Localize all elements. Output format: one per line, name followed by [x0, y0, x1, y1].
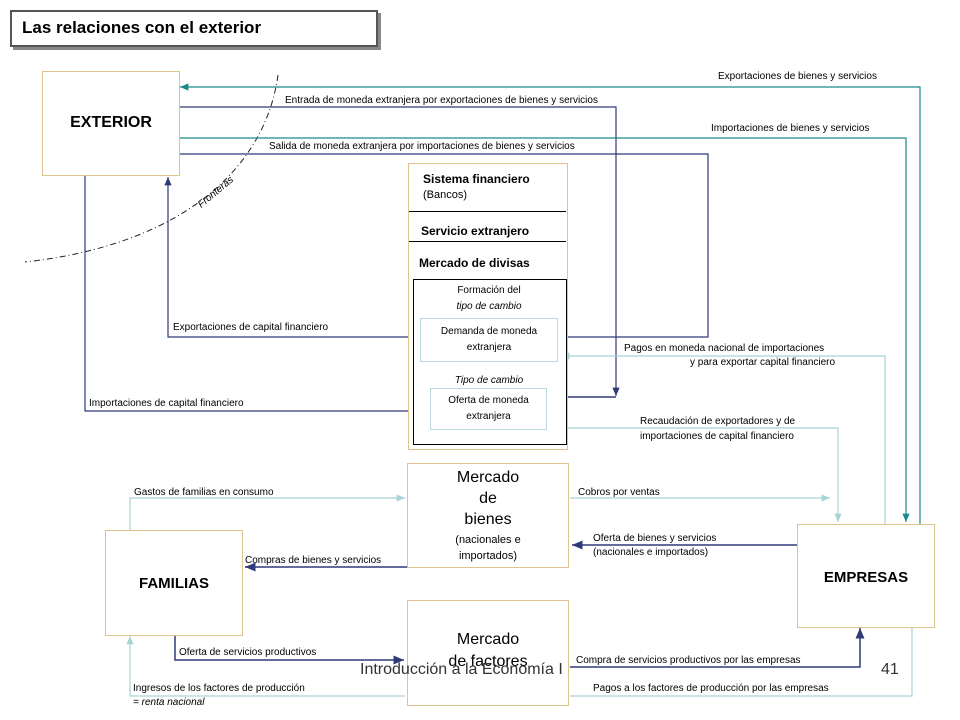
- entry-currency-flow: [180, 106, 620, 396]
- exterior-label: EXTERIOR: [70, 114, 152, 131]
- factor-market-box: Mercado de factores: [407, 600, 569, 706]
- goods-market-line4: (nacionales e: [455, 534, 521, 546]
- payments-domestic-flow: [561, 352, 886, 530]
- factor-payments-label: Pagos a los factores de producción por l…: [593, 683, 829, 694]
- exit-currency-flow: [180, 153, 709, 338]
- financial-divider-2: [409, 241, 566, 242]
- exchange-rate-label: Tipo de cambio: [454, 375, 524, 386]
- exit-currency-label: Salida de moneda extranjera por importac…: [269, 141, 575, 152]
- firms-box: EMPRESAS: [797, 524, 935, 628]
- export-capital-flow: [164, 177, 418, 338]
- export-goods-label: Exportaciones de bienes y servicios: [718, 71, 877, 82]
- factor-income-line2: = renta nacional: [133, 697, 205, 708]
- fx-demand-line1: Demanda de moneda: [440, 326, 538, 337]
- factor-market-line2: de factores: [448, 653, 528, 670]
- fx-supply-box: Oferta de moneda extranjera: [430, 388, 547, 430]
- fx-demand-line2: extranjera: [466, 342, 512, 353]
- goods-market-line2: de: [479, 490, 497, 507]
- import-capital-label: Importaciones de capital financiero: [89, 398, 244, 409]
- foreign-service-label: Servicio extranjero: [421, 224, 530, 238]
- goods-market-line3: bienes: [464, 511, 512, 528]
- households-label: FAMILIAS: [139, 575, 209, 592]
- export-goods-flow: [180, 83, 921, 545]
- factor-market-line1: Mercado: [456, 631, 520, 648]
- fx-formation-line2: tipo de cambio: [456, 301, 522, 312]
- fx-market-label: Mercado de divisas: [419, 256, 530, 270]
- payments-domestic-line2: y para exportar capital financiero: [690, 357, 836, 368]
- exterior-box: EXTERIOR: [42, 71, 180, 176]
- fx-demand-box: Demanda de moneda extranjera: [420, 318, 558, 362]
- factor-income-line1: Ingresos de los factores de producción: [133, 683, 305, 694]
- title-box: Las relaciones con el exterior: [10, 10, 378, 47]
- factor-payments-flow: [570, 628, 913, 697]
- import-capital-flow: [84, 175, 428, 415]
- footer-course: Introducción a la Economía I: [360, 661, 563, 678]
- entry-currency-label: Entrada de moneda extranjera por exporta…: [285, 95, 598, 106]
- frontier-curve: [24, 74, 279, 263]
- factor-income-flow: [126, 636, 405, 697]
- financial-divider-1: [409, 211, 566, 212]
- services-purchase-label: Compra de servicios productivos por las …: [576, 655, 801, 666]
- services-purchase-flow: [570, 628, 865, 668]
- banks-label: (Bancos): [423, 189, 468, 201]
- financial-system-title: Sistema financiero: [423, 172, 530, 186]
- sales-revenue-label: Cobros por ventas: [578, 487, 660, 498]
- goods-market-box: Mercado de bienes (nacionales e importad…: [407, 463, 569, 568]
- goods-supply-line2: (nacionales e importados): [593, 547, 709, 558]
- export-capital-label: Exportaciones de capital financiero: [173, 322, 329, 333]
- fx-formation-line1: Formación del: [457, 285, 521, 296]
- households-box: FAMILIAS: [105, 530, 243, 636]
- productive-services-flow: [174, 632, 404, 665]
- slide-title: Las relaciones con el exterior: [22, 18, 262, 37]
- fx-supply-line2: extranjera: [466, 411, 511, 422]
- productive-services-label: Oferta de servicios productivos: [179, 647, 317, 658]
- firms-label: EMPRESAS: [823, 569, 909, 586]
- household-spending-label: Gastos de familias en consumo: [134, 487, 274, 498]
- purchases-label: Compras de bienes y servicios: [245, 555, 382, 566]
- fx-supply-line1: Oferta de moneda: [448, 395, 529, 406]
- payments-domestic-line1: Pagos en moneda nacional de importacione…: [624, 343, 825, 354]
- import-goods-label: Importaciones de bienes y servicios: [711, 123, 870, 134]
- collection-line1: Recaudación de exportadores y de: [640, 416, 796, 427]
- collection-line2: importaciones de capital financiero: [640, 431, 794, 442]
- collection-flow: [545, 427, 842, 522]
- goods-market-line1: Mercado: [456, 469, 520, 486]
- goods-market-line5: importados): [458, 550, 518, 562]
- footer-page-number: 41: [881, 661, 899, 678]
- household-spending-flow: [129, 494, 405, 530]
- import-goods-flow: [180, 137, 910, 522]
- goods-supply-line1: Oferta de bienes y servicios: [593, 533, 717, 544]
